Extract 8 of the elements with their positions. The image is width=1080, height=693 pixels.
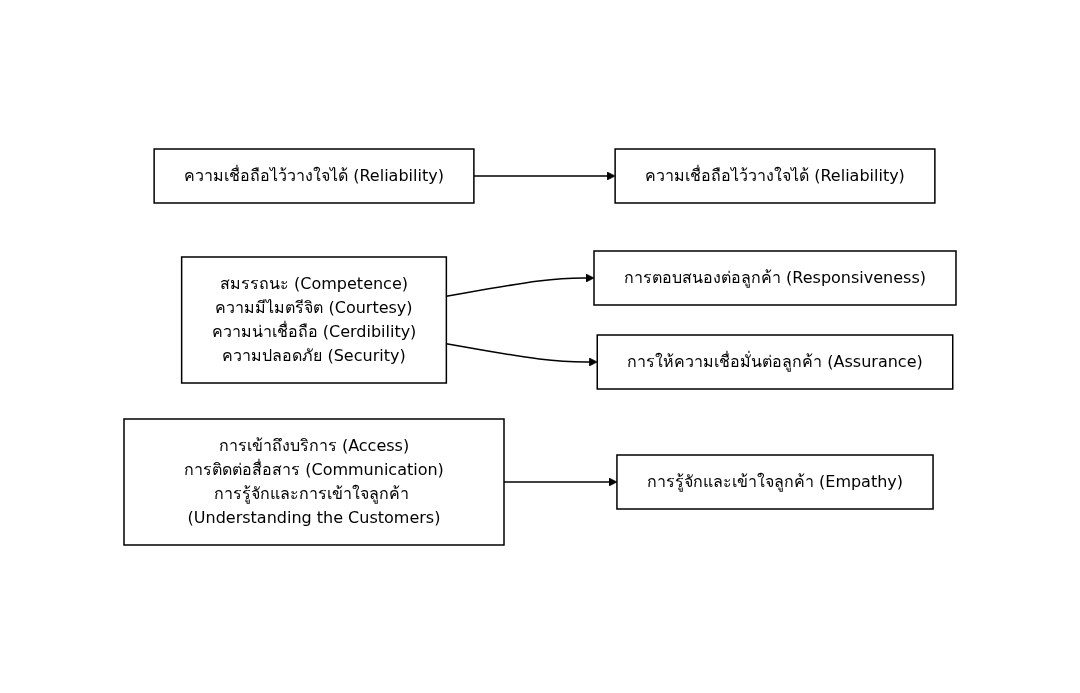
node-box: สมรรถนะ (Competence) ความมีไมตรีจิต (Courtesy) ความน่าเชื่อถือ (Cerdibility) ความปลอดภัย (Security) [180,255,448,384]
node-box: การให้ความเชื่อมั่นต่อลูกค้า (Assurance) [596,333,954,390]
node-box: ความเชื่อถือไว้วางใจได้ (Reliability) [614,147,936,204]
arrow [473,171,616,180]
node-box: การรู้จักและเข้าใจลูกค้า (Empathy) [616,453,934,510]
node-box: การตอบสนองต่อลูกค้า (Responsiveness) [593,249,957,306]
node-box: การเข้าถึงบริการ (Access) การติดต่อสื่อสาร (Communication) การรู้จักและการเข้าใจลูกค้า (Understanding the Customers) [123,417,505,546]
node-box: ความเชื่อถือไว้วางใจได้ (Reliability) [153,147,475,204]
